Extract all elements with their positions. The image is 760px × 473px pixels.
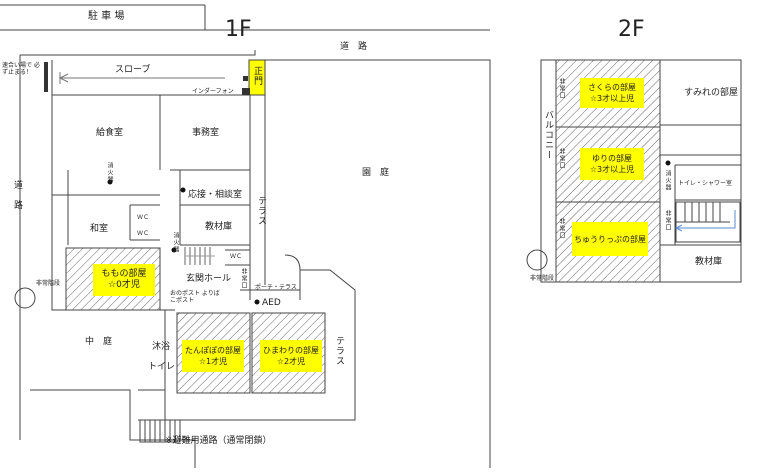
momo-room[interactable]: ももの部屋 ☆0才児 (93, 264, 155, 296)
gate-marker (243, 76, 248, 81)
emergency-stair-2f (526, 249, 548, 271)
road-top-label: 道 路 (340, 42, 368, 52)
emergency-exit5-label: 非常口 (664, 210, 671, 231)
stairs-2f (674, 201, 741, 243)
japanese-room-label: 和室 (90, 224, 109, 234)
materials1-label: 教材庫 (205, 222, 233, 232)
caution-marker (44, 62, 48, 92)
evac-route-label: ※避難用通路（通常閉鎖） (165, 436, 272, 446)
floor1-walls (19, 50, 491, 468)
yuri-room[interactable]: ゆりの部屋 ☆3才以上児 (580, 148, 644, 180)
stairs-1f (139, 419, 181, 443)
floor2-label: 2F (618, 17, 645, 42)
hall-label: 玄関ホール (186, 274, 232, 284)
emergency-stair-1f (14, 287, 36, 309)
fire-dot3 (171, 247, 177, 253)
parking-label: 駐 車 場 (88, 11, 125, 22)
floor1-label: 1F (225, 17, 252, 42)
aed-dot (254, 299, 260, 305)
front-gate-label: 正門 (252, 66, 262, 86)
office-label: 事務室 (192, 128, 220, 138)
wc2-label: ＷＣ (137, 230, 150, 237)
tulip-room[interactable]: ちゅうりっぷの部屋 (572, 222, 648, 256)
garden-label: 園 庭 (362, 168, 390, 178)
sakura-room[interactable]: さくらの部屋 ☆3才以上児 (580, 78, 644, 108)
postbox-label: おのポスト よりばこポスト (170, 290, 220, 304)
sumire-label: すみれの部屋 (684, 88, 739, 98)
hall-stairs (184, 247, 215, 265)
parking-lines (0, 4, 490, 31)
bath-label: 沐浴 (152, 342, 171, 352)
balcony-label: バルコニー (543, 110, 553, 160)
toilet1-label: トイレ (148, 362, 176, 372)
tanpopo-room[interactable]: たんぽぽの部屋 ☆1才児 (182, 340, 244, 372)
himawari-room[interactable]: ひまわりの部屋 ☆2才児 (260, 340, 322, 372)
fire-dot2 (180, 187, 186, 193)
intercom-label: インダーフォン (192, 88, 234, 95)
courtyard-label: 中 庭 (85, 337, 113, 347)
road-left-label: 道 路 (12, 180, 22, 210)
terrace1-label: テラス (256, 196, 266, 226)
fire-ext3-label: 消火器 (172, 232, 179, 253)
fire-ext1-label: 消火器 (106, 162, 113, 183)
wc3-label: ＷＣ (230, 253, 243, 260)
emergency-exit3-label: 非常口 (558, 148, 565, 169)
fire-ext2-label: 消火器 (664, 170, 671, 191)
reception-label: 応接・相談室 (188, 190, 243, 200)
porch-label: ポーチ・テラス (255, 284, 297, 291)
aed-label: AED (262, 298, 281, 308)
emergency-exit2-label: 非常口 (558, 78, 565, 99)
caution-label: 速合い場で 必ず止まる！ (2, 62, 40, 76)
materials2-label: 教材庫 (695, 257, 723, 267)
intercom-box (242, 88, 250, 95)
slope-arrow (58, 72, 225, 84)
fire-dot-2f (665, 160, 671, 166)
fire-dot1 (107, 179, 113, 185)
terrace2-label: テラス (334, 336, 344, 366)
emergency-exit4-label: 非常口 (558, 218, 565, 239)
stairs-label-2f: 非常階段 (530, 275, 555, 282)
dining-label: 給食室 (96, 128, 124, 138)
front-gate-box (248, 59, 266, 96)
toilet-shower-label: トイレ・シャワー室 (678, 180, 733, 187)
emergency-exit1-label: 非常口 (240, 268, 247, 289)
stairs-label-1f: 非常階段 (36, 280, 61, 287)
wc1-label: ＷＣ (137, 214, 150, 221)
slope-label: スローブ (115, 65, 151, 75)
